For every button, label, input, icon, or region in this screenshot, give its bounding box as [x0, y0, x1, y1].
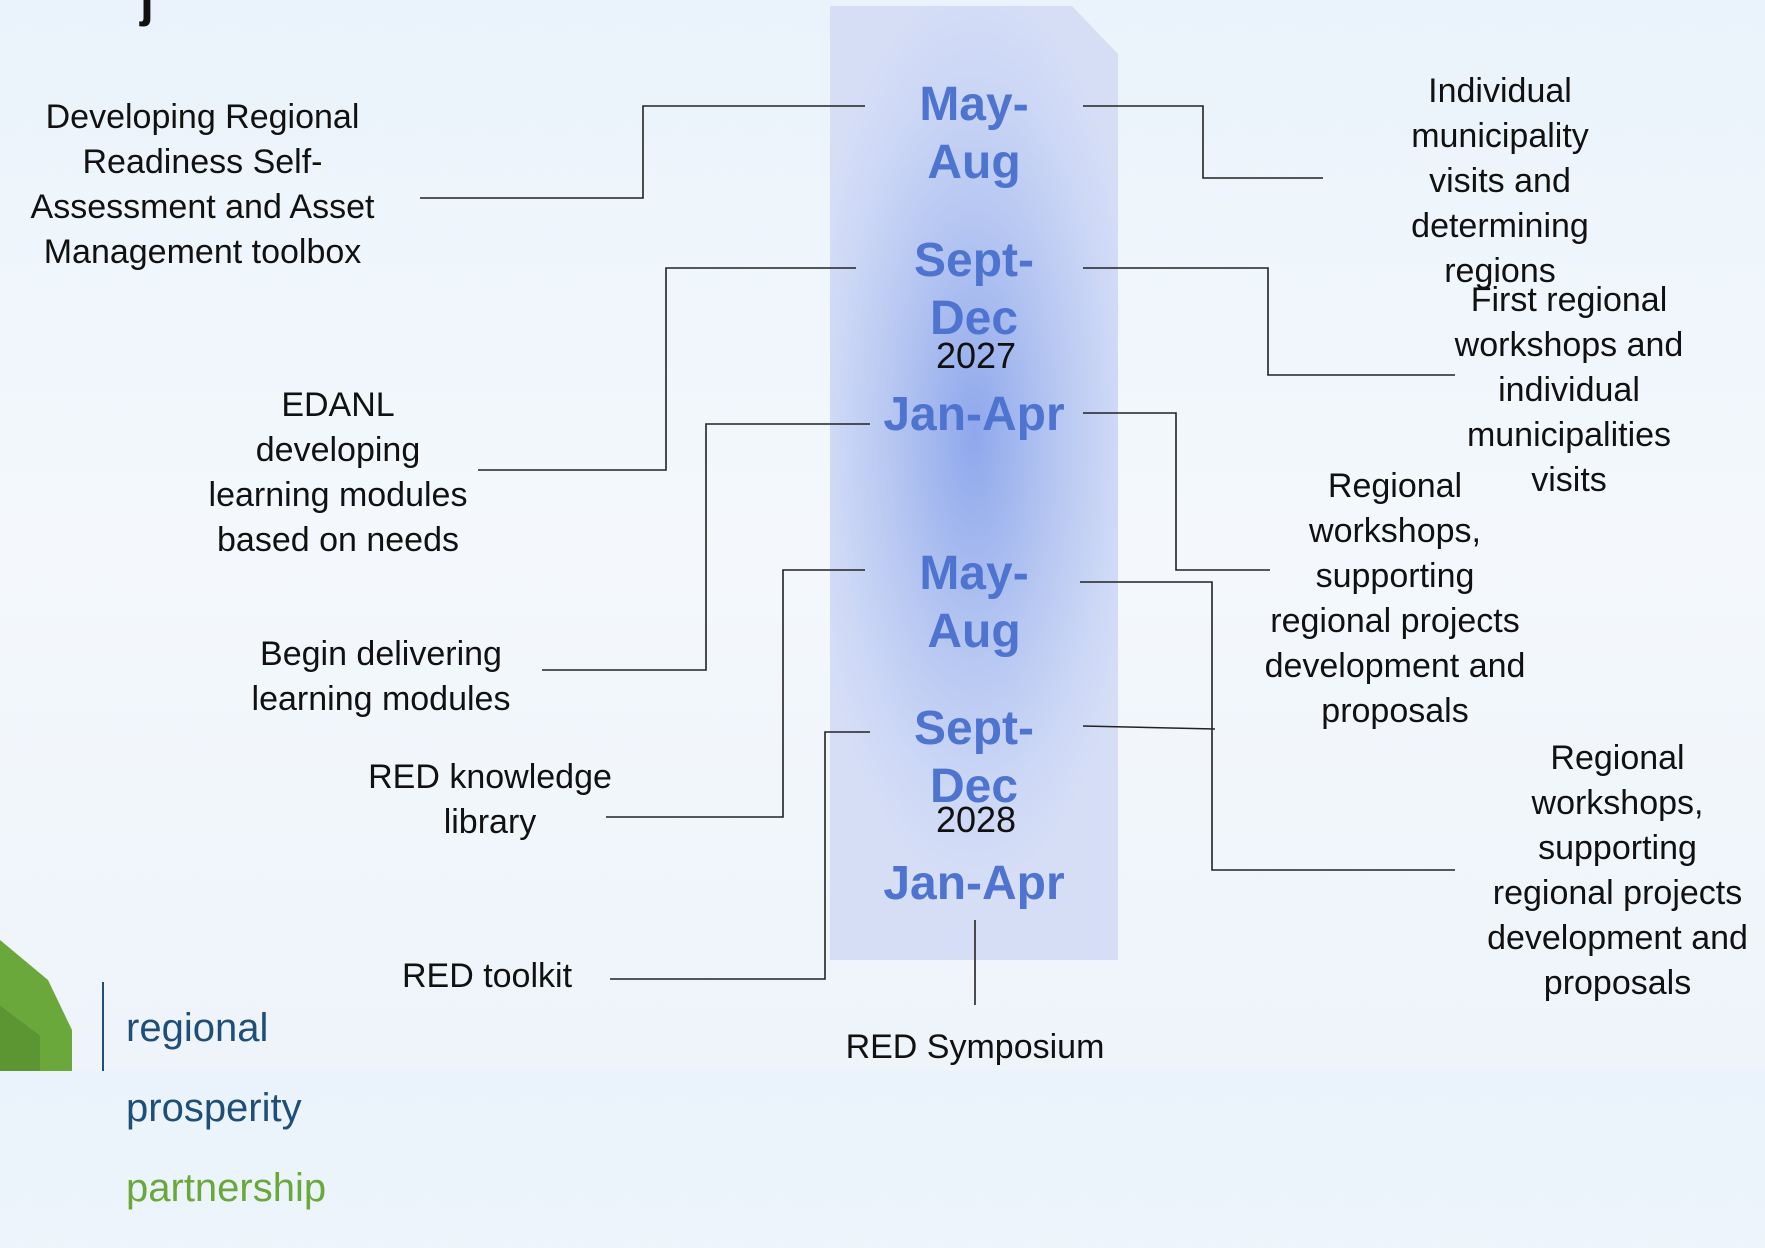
left-note: RED knowledge library [368, 758, 612, 841]
logo-wordmark: regional prosperity partnership [126, 968, 326, 1248]
connector-line [478, 267, 856, 471]
period-label: Jan-Apr [883, 388, 1065, 441]
right-note: Regional workshops, supporting regional … [1264, 467, 1526, 730]
timeline-diagram: j May- Aug Sept- Dec 2027 Jan-Apr May- A… [0, 0, 1748, 1208]
right-note: Individual municipality visits and deter… [1411, 72, 1589, 290]
connector-line [1083, 267, 1455, 376]
left-note: EDANL developing learning modules based … [208, 386, 468, 559]
partnership-logo-icon [0, 940, 104, 1071]
connector-line [1082, 725, 1216, 730]
logo-line: prosperity [126, 1086, 302, 1130]
period-label: May- Aug [919, 547, 1029, 658]
period-label: Jan-Apr [883, 857, 1065, 910]
year-label: 2027 [935, 335, 1017, 376]
logo-line: regional [126, 1006, 269, 1050]
left-note: RED toolkit [401, 957, 573, 995]
connector-line [1080, 581, 1455, 871]
bottom-note: RED Symposium [845, 1028, 1105, 1066]
connector-lines [420, 105, 1455, 1005]
connector-line [1083, 412, 1270, 571]
connector-line [1083, 105, 1323, 179]
period-label: Sept- Dec [914, 234, 1034, 345]
left-note: Developing Regional Readiness Self- Asse… [30, 98, 375, 271]
period-label: May- Aug [919, 78, 1029, 189]
year-label: 2028 [935, 799, 1017, 840]
title-fragment: j [140, 0, 154, 28]
connector-line [606, 569, 865, 818]
right-note: First regional workshops and individual … [1454, 281, 1684, 499]
period-label: Sept- Dec [914, 702, 1034, 813]
connector-line [420, 105, 865, 199]
connector-line [610, 731, 870, 980]
connector-line [542, 423, 870, 671]
timeline-band [830, 6, 1118, 960]
logo-line: partnership [126, 1166, 327, 1210]
right-note: Regional workshops, supporting regional … [1487, 739, 1748, 1002]
left-note: Begin delivering learning modules [251, 635, 511, 718]
